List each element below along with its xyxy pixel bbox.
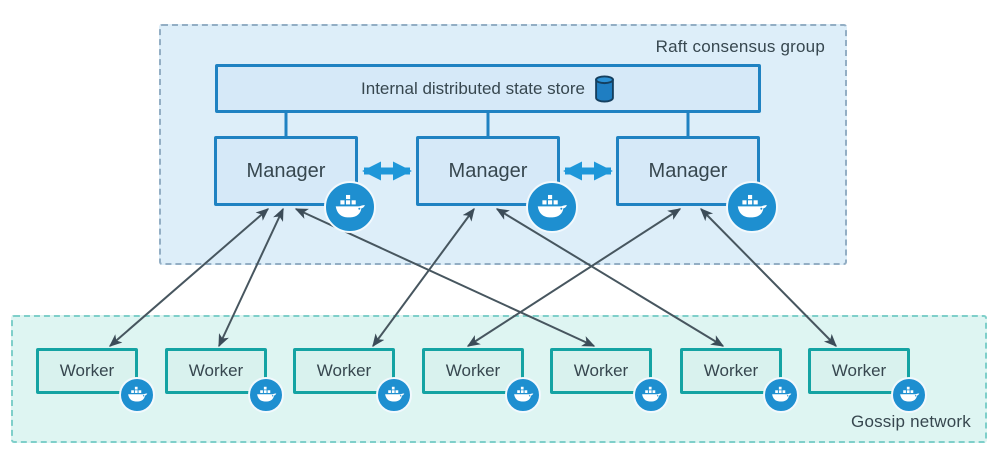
manager-node-3: Manager — [616, 136, 778, 233]
worker-label: Worker — [831, 361, 887, 380]
worker-node-3: Worker — [293, 348, 412, 413]
raft-group-label: Raft consensus group — [655, 37, 825, 56]
docker-whale-icon — [119, 377, 155, 413]
docker-whale-icon — [891, 377, 927, 413]
docker-whale-icon — [324, 181, 376, 233]
database-cylinder-icon — [594, 74, 615, 103]
docker-whale-icon — [763, 377, 799, 413]
docker-whale-icon — [505, 377, 541, 413]
worker-node-7: Worker — [808, 348, 927, 413]
manager-node-2: Manager — [416, 136, 578, 233]
docker-whale-icon — [726, 181, 778, 233]
manager-label: Manager — [448, 159, 528, 182]
worker-label: Worker — [703, 361, 759, 380]
docker-whale-icon — [633, 377, 669, 413]
manager-label: Manager — [648, 159, 728, 182]
worker-label: Worker — [573, 361, 629, 380]
worker-label: Worker — [316, 361, 372, 380]
docker-whale-icon — [526, 181, 578, 233]
manager-node-1: Manager — [214, 136, 376, 233]
worker-label: Worker — [188, 361, 244, 380]
worker-node-5: Worker — [550, 348, 669, 413]
worker-node-4: Worker — [422, 348, 541, 413]
worker-label: Worker — [445, 361, 501, 380]
manager-label: Manager — [246, 159, 326, 182]
worker-node-6: Worker — [680, 348, 799, 413]
worker-label: Worker — [59, 361, 115, 380]
state-store-label: Internal distributed state store — [361, 78, 585, 98]
worker-node-2: Worker — [165, 348, 284, 413]
docker-whale-icon — [376, 377, 412, 413]
docker-whale-icon — [248, 377, 284, 413]
state-store-box: Internal distributed state store — [215, 64, 761, 113]
worker-node-1: Worker — [36, 348, 155, 413]
gossip-network-label: Gossip network — [851, 412, 971, 431]
